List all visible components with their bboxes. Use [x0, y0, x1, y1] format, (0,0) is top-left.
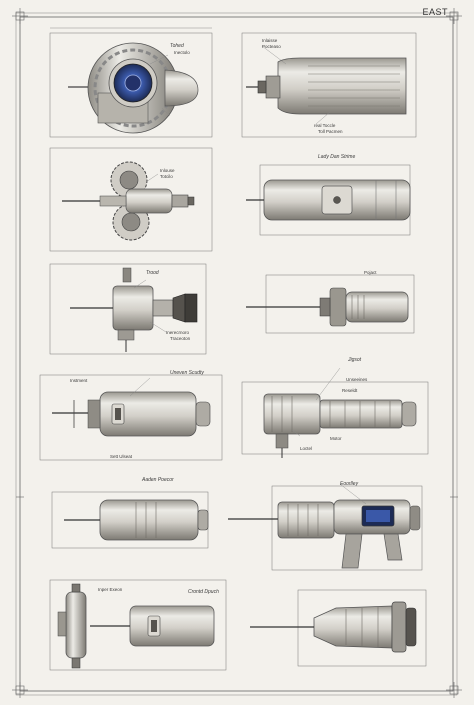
annotation-label: Trood	[146, 270, 159, 276]
annotation-label: Unseeines	[346, 377, 368, 382]
sheet-frame	[15, 12, 458, 696]
annotation-label: Uneven Scudty	[170, 370, 204, 376]
annotation-label: Sett Ulseat	[110, 454, 133, 459]
annotation-label: Motor	[330, 436, 342, 441]
panel-vertical-tool	[49, 579, 227, 671]
annotation-label: Pojact	[364, 270, 377, 275]
annotation-label: Inerecrnoro	[166, 330, 190, 335]
annotation-label: Inectolo	[174, 50, 190, 55]
annotation-label: Jigsot	[348, 357, 362, 363]
corner-marks	[12, 8, 462, 698]
annotation-label: Tohed	[170, 43, 184, 49]
annotation-label: Crontd Dpuch	[188, 589, 219, 595]
annotation-label: real Toccle	[314, 123, 336, 128]
panel-gear-mechanism	[49, 147, 213, 252]
panel-motor-barrel	[241, 381, 429, 458]
annotation-label: Aaden Poecor	[142, 477, 174, 483]
panel-horizontal-cylinder	[241, 32, 417, 138]
annotation-label: Totcilo	[160, 174, 173, 179]
panel-nozzle-body	[49, 263, 207, 355]
sheet-direction-label: EAST	[422, 7, 448, 17]
annotation-label: Traceoton	[170, 336, 191, 341]
annotation-label: Lady Dan Strime	[318, 154, 356, 160]
panel-compact-cylinder	[51, 491, 209, 549]
annotation-label: Inper Exeon	[98, 587, 123, 592]
annotation-label: Reseldt	[342, 388, 358, 393]
annotation-label: Inlaisse	[262, 38, 278, 43]
leader-lines	[129, 45, 367, 505]
annotation-label: Inlouse	[160, 168, 175, 173]
annotation-label: Pocteaso	[262, 44, 281, 49]
annotation-label: Loctel	[300, 446, 313, 451]
panel-pistol-device	[228, 485, 423, 571]
annotation-label: Toll Pacmen	[318, 129, 343, 134]
panel-drum-lens	[49, 27, 213, 138]
annotation-label: Instment	[70, 378, 88, 383]
panel-drill	[246, 274, 415, 334]
annotation-label: Eoorlley	[340, 481, 359, 487]
panel-cylinder-unit	[39, 374, 223, 461]
panel-capsule	[246, 164, 411, 236]
panel-tapered-nozzle	[250, 589, 427, 667]
